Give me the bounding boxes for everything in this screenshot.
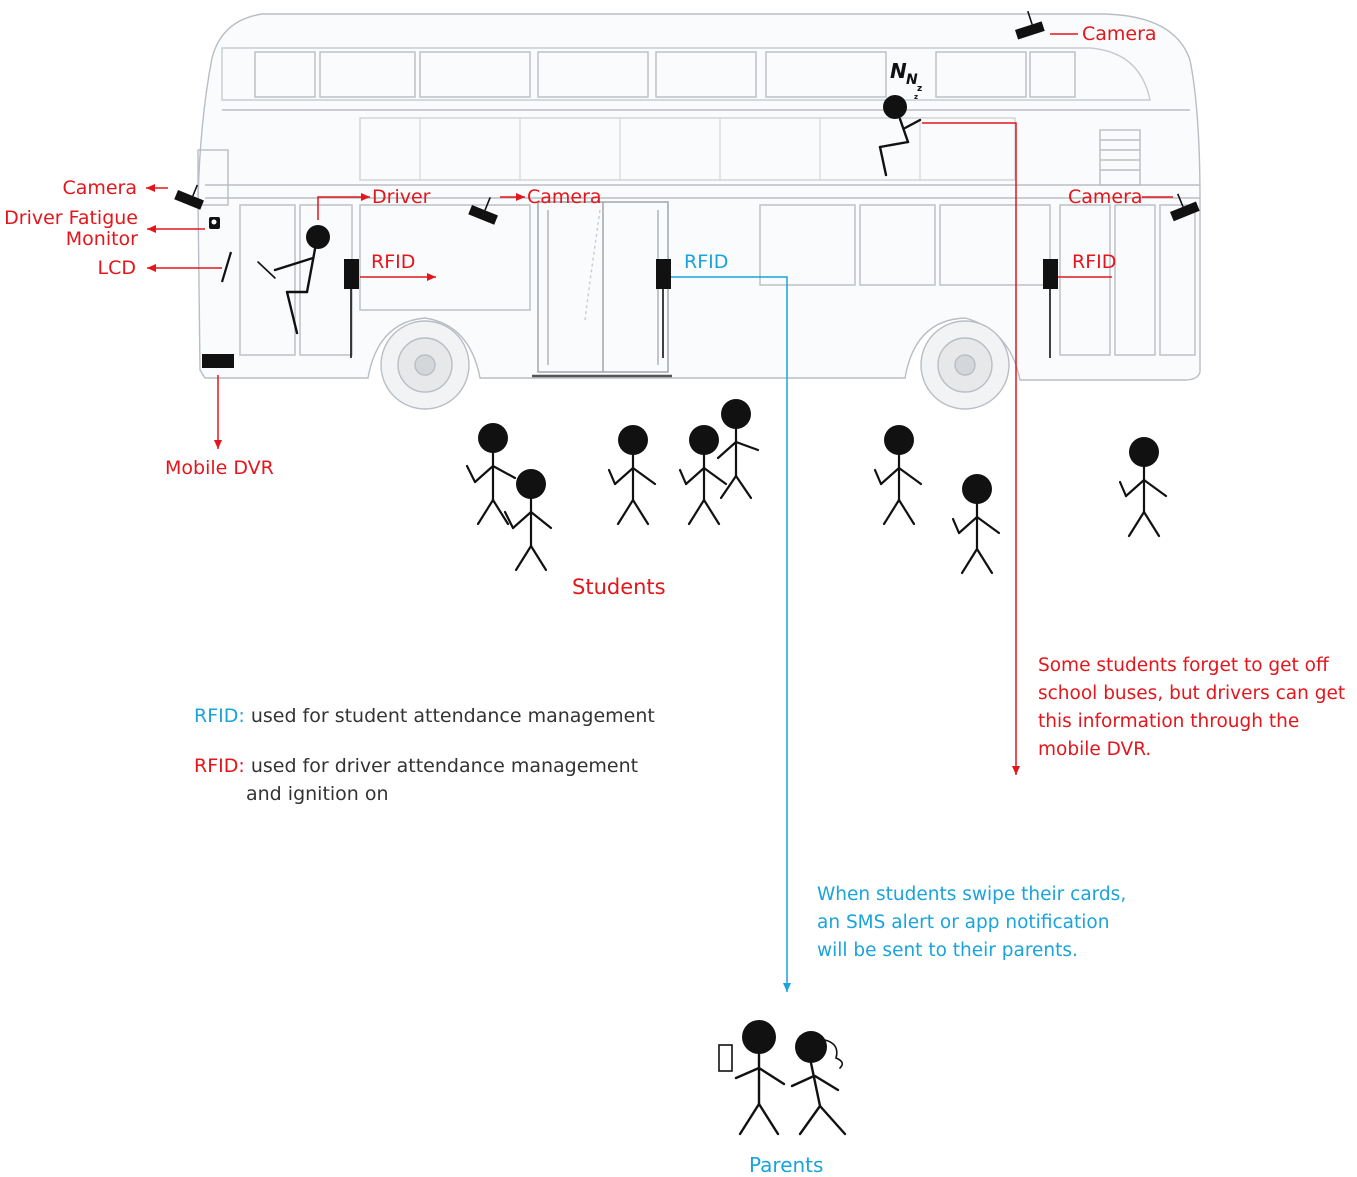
lcd-screen-icon [220, 251, 233, 283]
rfid-reader-icon [1043, 259, 1058, 289]
camera-door-label: Camera [527, 186, 602, 208]
blue-connector-line [671, 276, 791, 992]
camera-top-label: Camera [1082, 23, 1157, 45]
cctv-camera-icon [174, 184, 204, 210]
parent-alert-note: When students swipe their cards, an SMS … [817, 881, 1126, 965]
camera-rear-label: Camera [1068, 186, 1143, 208]
lcd-label: LCD [97, 257, 136, 279]
rfid-rear-label: RFID [1072, 251, 1117, 273]
parent-figure [790, 1031, 847, 1136]
parents-group [718, 1020, 847, 1136]
note-line: school buses, but drivers can get [1038, 683, 1346, 704]
parents-label: Parents [749, 1153, 824, 1177]
note-line: mobile DVR. [1038, 739, 1152, 760]
legend-text: used for student attendance management [250, 705, 655, 727]
bus-body [197, 13, 1201, 410]
note-line: Some students forget to get off [1038, 655, 1329, 676]
sleeping-student-figure [878, 95, 922, 177]
red-connector-lines [146, 33, 1173, 775]
camera-front-label: Camera [62, 177, 137, 199]
student-figure [716, 399, 760, 500]
student-figure [465, 423, 517, 526]
sleep-icon: z [917, 84, 922, 94]
rfid-driver-label: RFID [371, 251, 416, 273]
cctv-camera-icon [1015, 10, 1045, 40]
student-figure [951, 474, 1001, 575]
fatigue-monitor-icon [209, 217, 220, 229]
student-figure [607, 425, 657, 526]
legend-driver-rfid: RFID: used for driver attendance managem… [194, 752, 638, 808]
student-figure [503, 469, 553, 572]
driver-fatigue-label-line1: Driver Fatigue [4, 207, 138, 229]
legend-key: RFID: [194, 755, 245, 777]
student-figure [1118, 437, 1168, 538]
legend-text: and ignition on [246, 783, 389, 805]
legend-student-rfid: RFID: used for student attendance manage… [194, 702, 655, 730]
note-line: When students swipe their cards, [817, 884, 1127, 905]
driver-fatigue-label-line2: Monitor [65, 228, 138, 250]
student-figure [873, 425, 923, 526]
driver-figure [257, 225, 330, 335]
parent-figure [718, 1020, 786, 1136]
student-figure [678, 425, 728, 526]
cctv-camera-icon [468, 196, 498, 225]
legend-key: RFID: [194, 705, 245, 727]
note-line: an SMS alert or app notification [817, 912, 1110, 933]
forgotten-students-note: Some students forget to get off school b… [1038, 652, 1345, 764]
phone-icon [718, 1044, 733, 1072]
students-group [465, 399, 1168, 575]
note-line: will be sent to their parents. [817, 940, 1078, 961]
sleep-icon: N [890, 59, 907, 83]
students-label: Students [572, 575, 666, 599]
driver-label: Driver [372, 186, 431, 208]
rfid-reader-icon [656, 259, 671, 289]
mobile-dvr-icon [202, 354, 234, 368]
note-line: this information through the [1038, 711, 1300, 732]
cctv-camera-icon [1170, 193, 1200, 222]
rfid-door-label: RFID [684, 251, 729, 273]
sleep-icon: N [906, 72, 918, 88]
sleep-icon: z [914, 93, 918, 101]
rfid-reader-icon [344, 259, 359, 289]
mobile-dvr-label: Mobile DVR [165, 457, 274, 479]
legend-text: used for driver attendance management [250, 755, 639, 777]
